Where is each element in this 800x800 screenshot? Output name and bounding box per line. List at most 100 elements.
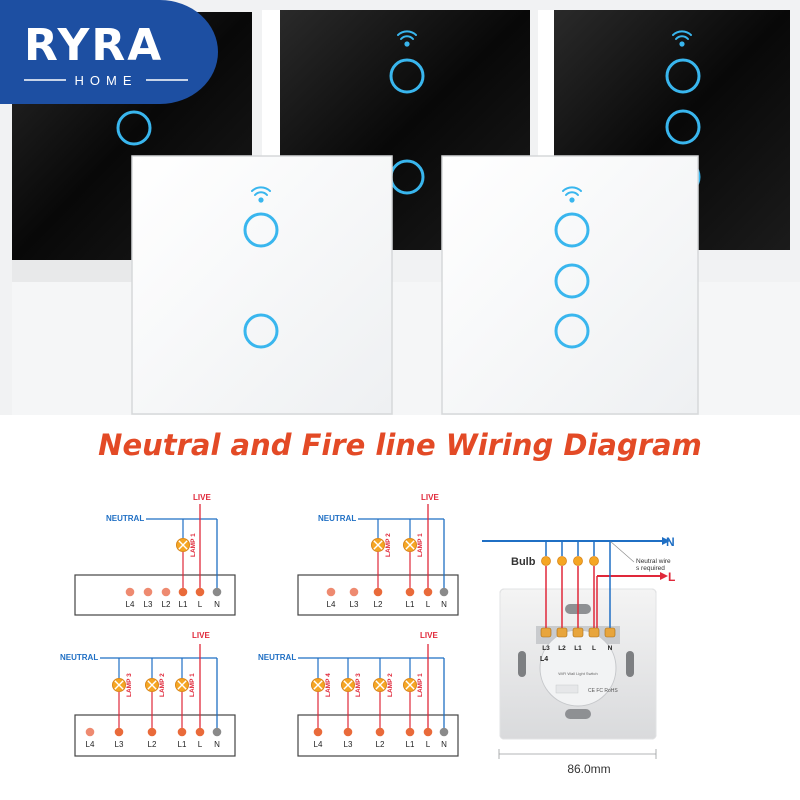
photo-bulb-icon (589, 556, 599, 566)
terminal-dot (161, 587, 171, 597)
touch-button-ring (665, 109, 701, 145)
white-switch-3-gang (441, 155, 699, 415)
terminal-dot (423, 587, 433, 597)
lamp-icon (176, 538, 190, 552)
photo-terminal-label: N (608, 645, 613, 652)
lamp-icon (371, 538, 385, 552)
wifi-icon (397, 30, 417, 47)
terminal-dot (313, 727, 323, 737)
terminal-dot (423, 727, 433, 737)
touch-button-ring (665, 58, 701, 94)
diagram-title: Neutral and Fire line Wiring Diagram (98, 428, 702, 462)
terminal-label: L4 (126, 600, 135, 609)
lamp-label: LAMP 1 (189, 673, 196, 697)
terminal-box (74, 714, 236, 757)
photo-terminal-label: L (592, 645, 596, 652)
terminal-dot (114, 727, 124, 737)
photo-terminal-l4: L4 (540, 656, 548, 663)
terminal-dot (343, 727, 353, 737)
photo-bulb-label: Bulb (511, 556, 536, 568)
terminal-label: L (198, 740, 203, 749)
photo-terminal-screw (572, 627, 584, 638)
brand-sub: HOME (75, 73, 138, 88)
terminal-label: L3 (350, 600, 359, 609)
terminal-label: L2 (162, 600, 171, 609)
terminal-label: L3 (344, 740, 353, 749)
lamp-icon (403, 678, 417, 692)
terminal-dot (326, 587, 336, 597)
neutral-label: NEUTRAL (106, 514, 144, 523)
terminal-label: L2 (374, 600, 383, 609)
terminal-label: L (426, 600, 431, 609)
terminal-dot (349, 587, 359, 597)
switch-back-photo: N L Bulb Neutral wire s required WiFi Wa… (482, 535, 675, 776)
terminal-label: L1 (406, 600, 415, 609)
terminal-label: L3 (144, 600, 153, 609)
photo-terminal-screw (556, 627, 568, 638)
terminal-label: L1 (178, 740, 187, 749)
terminal-label: L1 (179, 600, 188, 609)
touch-button-ring (554, 212, 590, 248)
terminal-dot (375, 727, 385, 737)
lamp-icon (311, 678, 325, 692)
terminal-dot (405, 727, 415, 737)
photo-note-line1: Neutral wire (636, 558, 671, 565)
lamp-label: LAMP 2 (387, 673, 394, 697)
neutral-label: NEUTRAL (258, 653, 296, 662)
terminal-label: L (426, 740, 431, 749)
terminal-dot (195, 587, 205, 597)
terminal-dot (147, 727, 157, 737)
photo-terminal-screw (604, 627, 616, 638)
terminal-dot (405, 587, 415, 597)
terminal-dot (439, 727, 449, 737)
wifi-icon (562, 186, 582, 203)
terminal-label: N (214, 600, 220, 609)
photo-terminal-label: L3 (542, 645, 550, 652)
photo-terminal-label: L2 (558, 645, 566, 652)
touch-button-ring (554, 313, 590, 349)
svg-text:WiFi Wall Light Switch: WiFi Wall Light Switch (558, 671, 597, 676)
lamp-icon (112, 678, 126, 692)
terminal-dot (212, 727, 222, 737)
terminal-dot (177, 727, 187, 737)
live-label: LIVE (193, 493, 211, 502)
brand-logo: RYRA HOME (0, 0, 218, 104)
wifi-icon (251, 186, 271, 203)
white-switch-2-gang (131, 155, 393, 415)
neutral-label: NEUTRAL (318, 514, 356, 523)
terminal-box (74, 574, 236, 616)
touch-button-ring (116, 110, 152, 146)
lamp-label: LAMP 3 (126, 673, 133, 697)
terminal-label: L3 (115, 740, 124, 749)
terminal-label: L (198, 600, 203, 609)
brand-name: RYRA (24, 20, 163, 71)
terminal-label: N (214, 740, 220, 749)
terminal-dot (212, 587, 222, 597)
live-label: LIVE (421, 493, 439, 502)
terminal-label: L1 (406, 740, 415, 749)
terminal-label: L4 (327, 600, 336, 609)
terminal-dot (439, 587, 449, 597)
lamp-icon (403, 538, 417, 552)
terminal-dot (373, 587, 383, 597)
terminal-dot (178, 587, 188, 597)
touch-button-ring (243, 313, 279, 349)
terminal-label: L4 (314, 740, 323, 749)
wifi-icon (672, 30, 692, 47)
terminal-label: N (441, 740, 447, 749)
touch-button-ring (554, 263, 590, 299)
terminal-dot (143, 587, 153, 597)
lamp-label: LAMP 2 (159, 673, 166, 697)
terminal-label: N (441, 600, 447, 609)
photo-bulb-icon (541, 556, 551, 566)
lamp-icon (373, 678, 387, 692)
live-label: LIVE (192, 631, 210, 640)
photo-bulb-icon (557, 556, 567, 566)
